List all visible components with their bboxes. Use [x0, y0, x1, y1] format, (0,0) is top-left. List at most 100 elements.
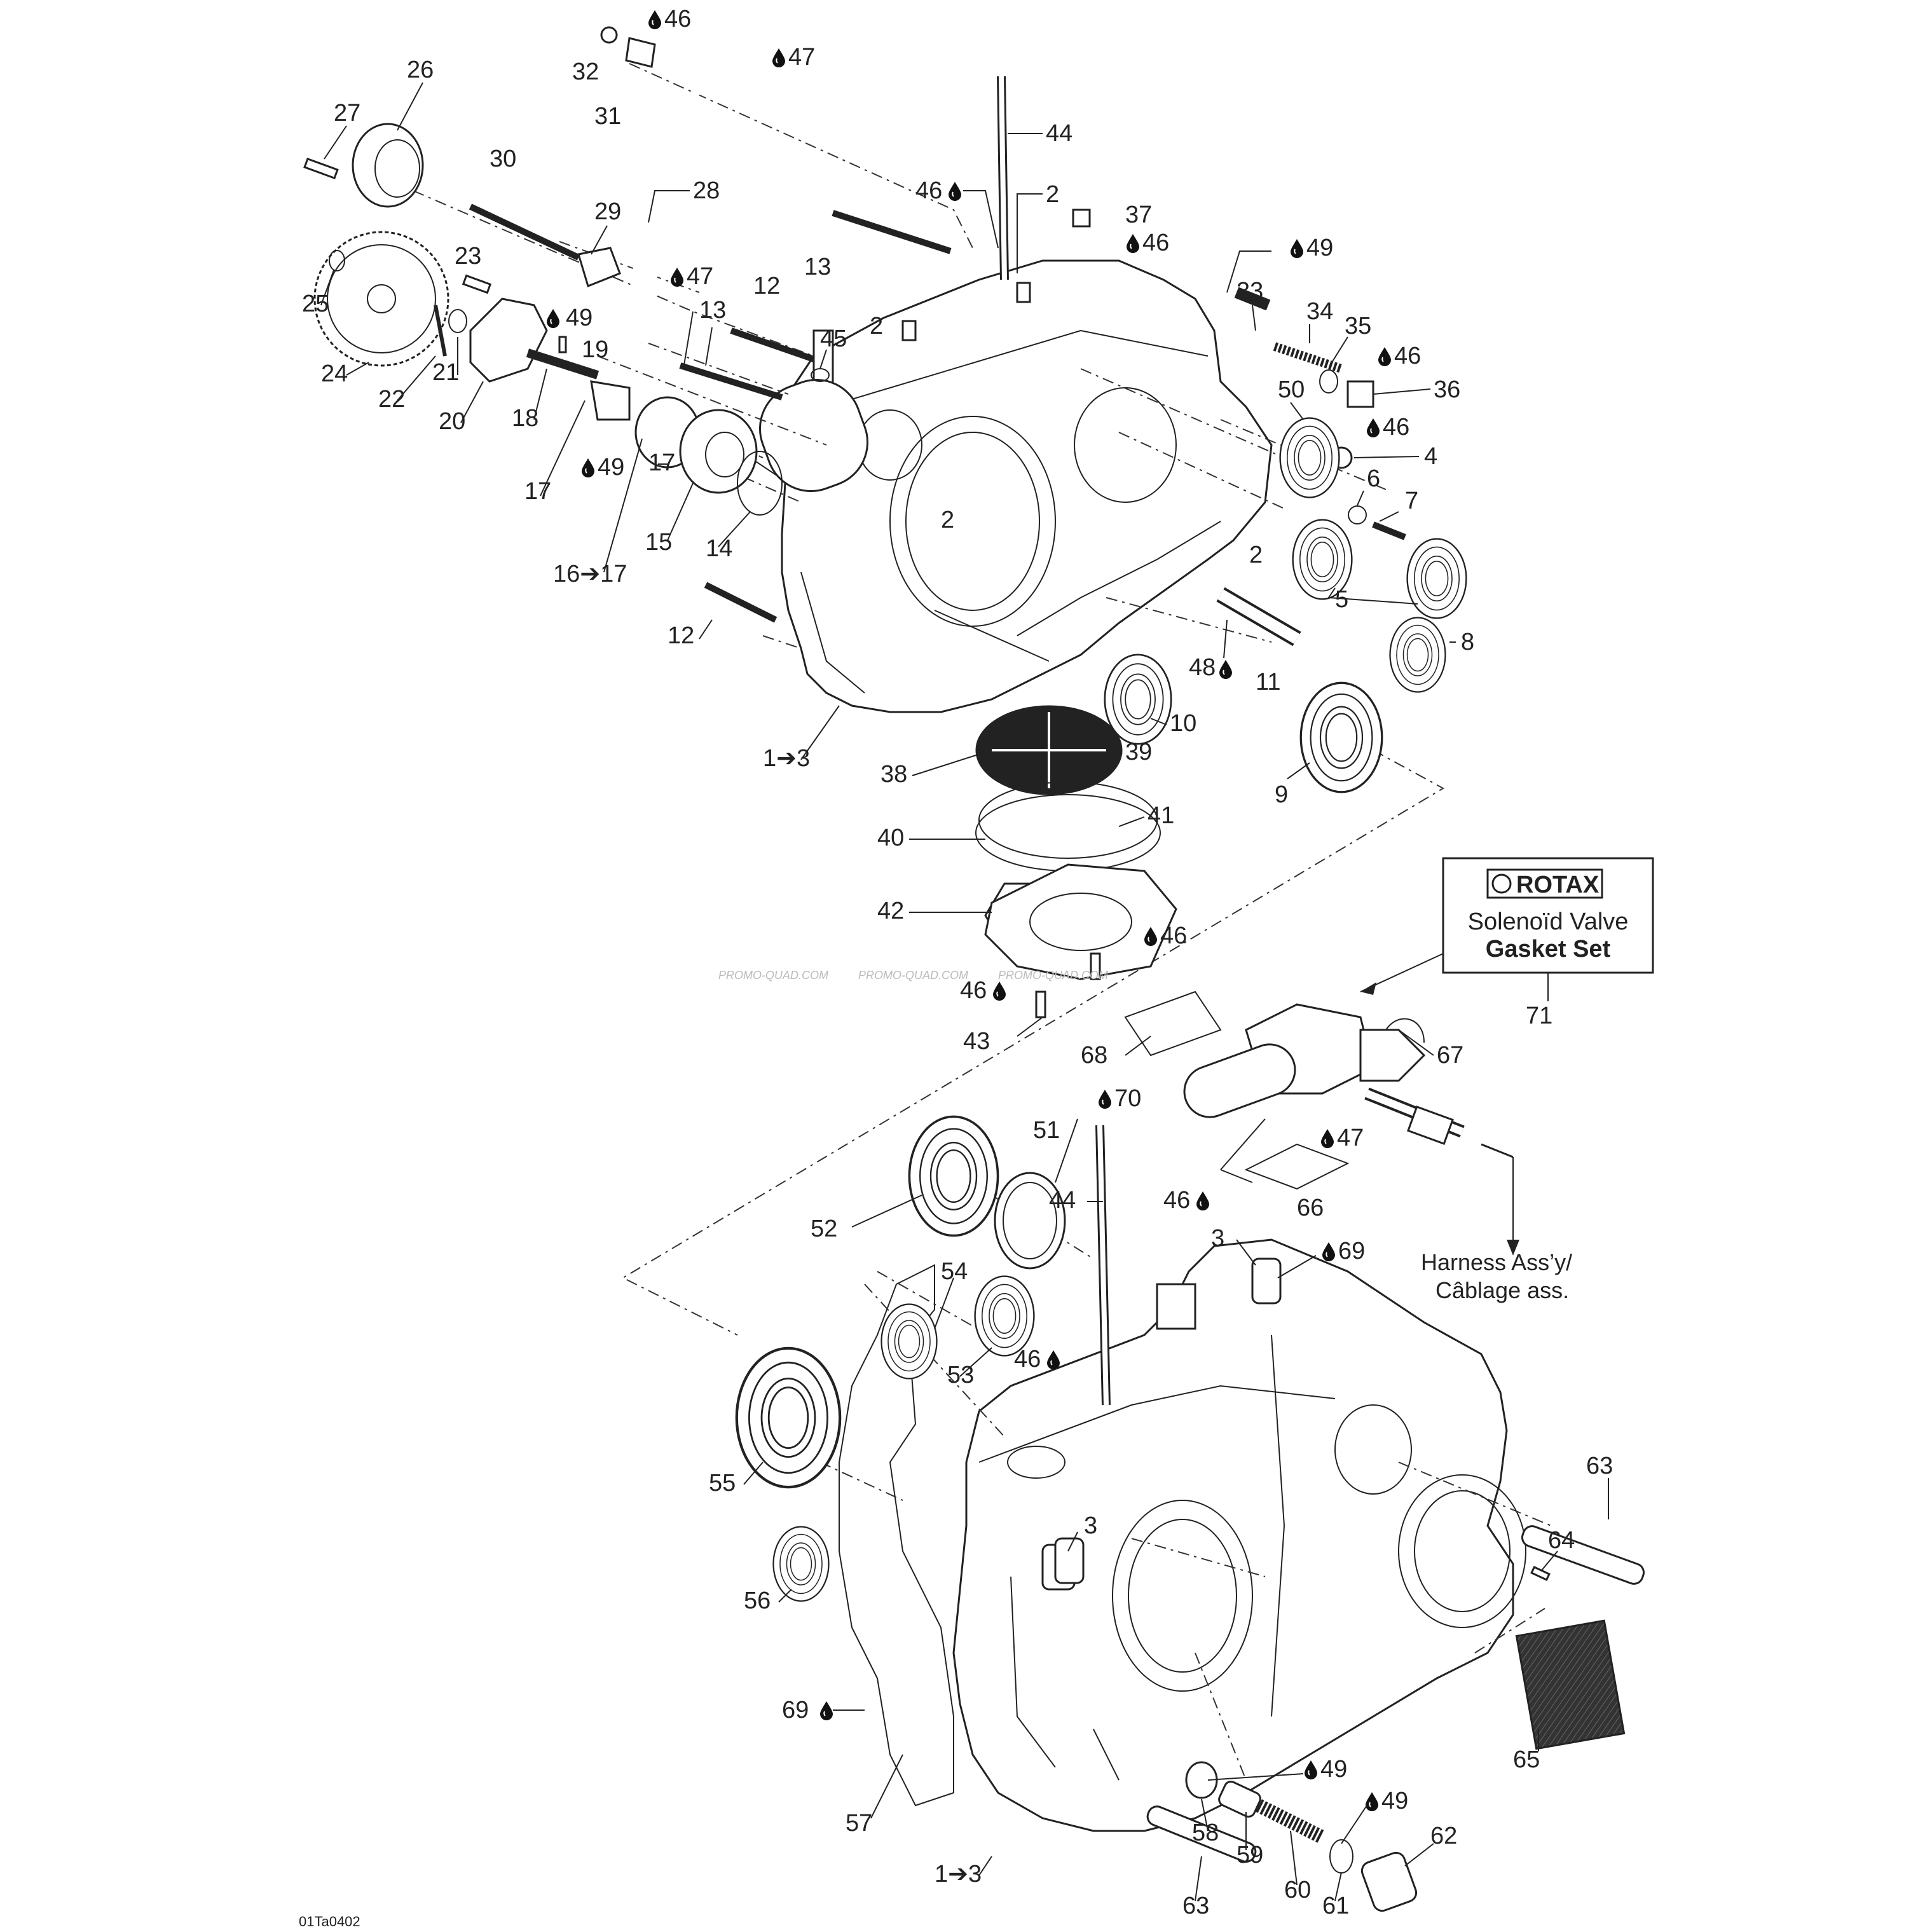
- label-11: 11: [1256, 669, 1280, 695]
- strainer-cover-group: [975, 705, 1177, 1018]
- label-40: 40: [877, 825, 904, 851]
- diagram-code: 01Ta0402: [299, 1914, 360, 1929]
- label-23: 23: [455, 243, 481, 270]
- label-36: 36: [1434, 376, 1460, 403]
- label-1b: 1➔3: [935, 1861, 982, 1887]
- label-26: 26: [407, 57, 434, 83]
- gasket-set-box: ROTAX Solenoïd Valve Gasket Set: [1360, 857, 1654, 1001]
- label-66: 66: [1297, 1195, 1324, 1221]
- label-56: 56: [744, 1587, 771, 1614]
- label-17: 17: [648, 449, 675, 476]
- label-46a: 46: [664, 6, 691, 32]
- label-13a: 13: [804, 254, 831, 280]
- label-69a: 69: [1338, 1238, 1365, 1264]
- label-63a: 63: [1586, 1453, 1613, 1479]
- label-46e: 46: [1383, 414, 1409, 441]
- label-31: 31: [594, 103, 621, 130]
- label-21: 21: [432, 359, 459, 386]
- label-46f: 46: [1160, 922, 1187, 949]
- leader-lines: [320, 82, 1609, 1901]
- watermark-2: PROMO-QUAD.COM: [858, 969, 968, 982]
- label-48: 48: [1189, 654, 1216, 681]
- label-19: 19: [582, 336, 608, 363]
- label-62: 62: [1430, 1823, 1457, 1849]
- kit-line1: Solenoïd Valve: [1468, 908, 1629, 935]
- label-7: 7: [1405, 488, 1418, 514]
- label-24: 24: [321, 360, 348, 387]
- label-46c: 46: [1142, 230, 1169, 256]
- label-32: 32: [572, 58, 599, 85]
- label-8: 8: [1461, 629, 1474, 655]
- label-22: 22: [378, 386, 405, 413]
- solenoid-valve-group: [1124, 990, 1519, 1256]
- label-47a: 47: [788, 44, 815, 71]
- label-54: 54: [941, 1258, 968, 1285]
- label-44a: 44: [1046, 120, 1072, 147]
- label-49c: 49: [598, 454, 624, 481]
- lower-crankcase-half: [952, 1238, 1526, 1832]
- label-3b: 3: [1084, 1512, 1097, 1539]
- label-71: 71: [1526, 1003, 1552, 1029]
- label-46h: 46: [1163, 1187, 1190, 1214]
- label-45: 45: [820, 325, 847, 352]
- label-69b: 69: [782, 1697, 809, 1723]
- label-5: 5: [1335, 586, 1348, 613]
- label-44b: 44: [1049, 1187, 1076, 1214]
- label-59: 59: [1237, 1842, 1263, 1868]
- label-49b: 49: [1306, 235, 1333, 261]
- label-42: 42: [877, 898, 904, 924]
- label-13b: 13: [699, 297, 726, 324]
- label-70: 70: [1114, 1085, 1141, 1112]
- rotax-logo-text: ROTAX: [1516, 872, 1600, 898]
- label-28: 28: [693, 177, 720, 204]
- label-2c: 2: [941, 507, 954, 533]
- lower-small-parts: [1054, 1125, 1645, 1912]
- label-64: 64: [1548, 1527, 1575, 1554]
- watermark-3: PROMO-QUAD.COM: [998, 969, 1108, 982]
- label-49d: 49: [1320, 1756, 1347, 1783]
- label-41: 41: [1148, 802, 1174, 829]
- label-37: 37: [1125, 202, 1152, 228]
- label-38: 38: [880, 761, 907, 788]
- label-68: 68: [1081, 1042, 1107, 1069]
- label-4: 4: [1424, 443, 1437, 470]
- label-2d: 2: [1249, 542, 1263, 568]
- label-46d: 46: [1394, 343, 1421, 369]
- label-52: 52: [811, 1216, 837, 1242]
- label-29: 29: [594, 198, 621, 225]
- upper-small-parts: [303, 12, 1406, 647]
- label-65: 65: [1513, 1746, 1540, 1773]
- label-58: 58: [1192, 1819, 1219, 1846]
- label-15: 15: [645, 529, 672, 556]
- label-50: 50: [1278, 376, 1305, 403]
- label-1a: 1➔3: [763, 745, 810, 772]
- label-12b: 12: [668, 622, 694, 649]
- label-47b: 47: [687, 263, 713, 290]
- label-60: 60: [1284, 1877, 1311, 1903]
- label-35: 35: [1345, 313, 1371, 339]
- label-6: 6: [1367, 465, 1380, 492]
- label-67: 67: [1437, 1042, 1463, 1069]
- watermark-1: PROMO-QUAD.COM: [718, 969, 828, 982]
- seal-51: [994, 1172, 1066, 1270]
- harness-line1: Harness Ass’y/: [1421, 1249, 1572, 1275]
- kit-line2: Gasket Set: [1486, 936, 1611, 963]
- label-49a: 49: [566, 305, 593, 331]
- label-49e: 49: [1381, 1788, 1408, 1814]
- label-55: 55: [709, 1470, 736, 1497]
- label-46i: 46: [1014, 1346, 1041, 1373]
- label-2a: 2: [1046, 181, 1059, 208]
- label-57: 57: [846, 1810, 872, 1837]
- label-2b: 2: [870, 313, 883, 339]
- label-12a: 12: [753, 273, 780, 299]
- label-33: 33: [1237, 278, 1263, 305]
- watermarks: PROMO-QUAD.COM PROMO-QUAD.COM PROMO-QUAD…: [718, 969, 1108, 982]
- label-9: 9: [1275, 781, 1288, 808]
- label-16: 16➔17: [553, 561, 627, 587]
- label-39: 39: [1125, 739, 1152, 765]
- label-43: 43: [963, 1028, 990, 1055]
- label-46b: 46: [915, 177, 942, 204]
- label-27: 27: [334, 100, 360, 127]
- label-14: 14: [706, 535, 732, 562]
